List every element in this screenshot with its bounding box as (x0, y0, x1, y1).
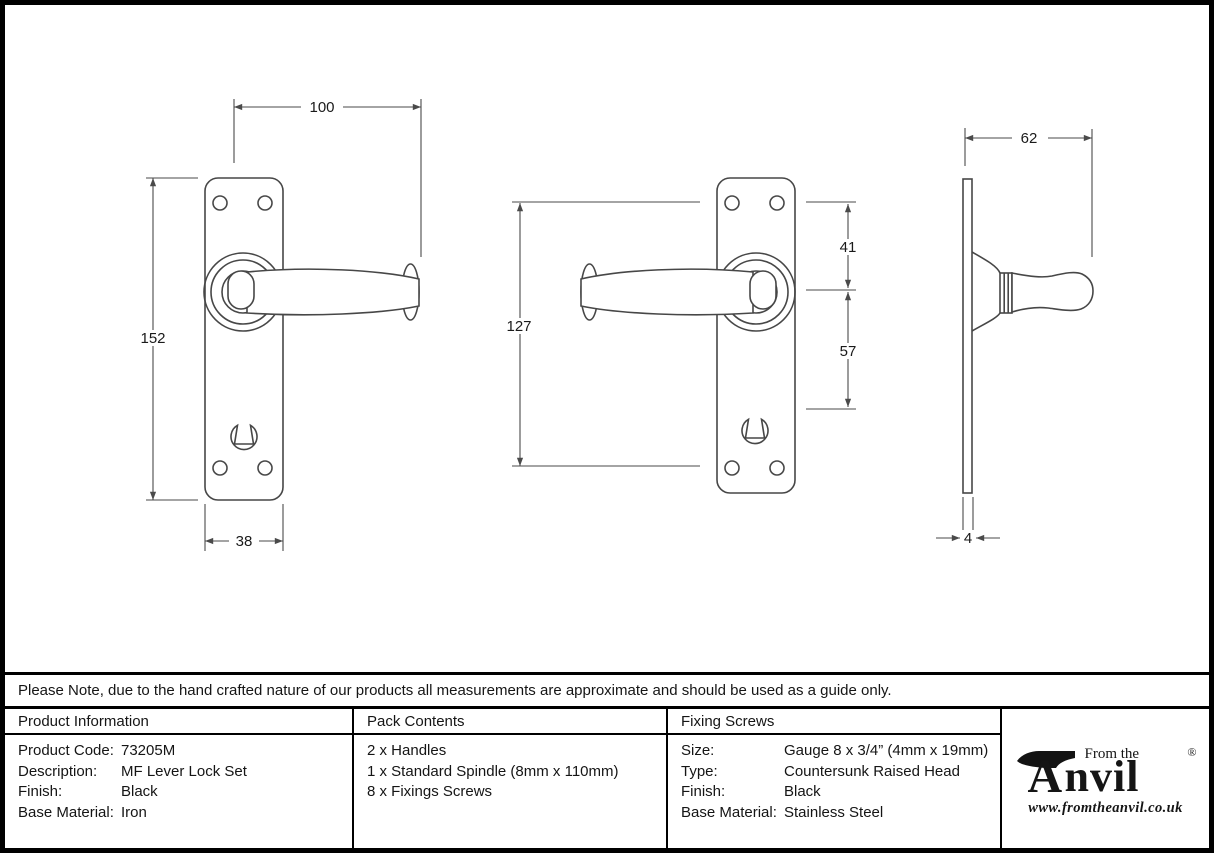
product-information-header: Product Information (5, 709, 352, 735)
row-label: Product Code: (18, 742, 114, 759)
rose-flare-top (971, 251, 1001, 274)
table-row: Product Code: 73205M (18, 741, 346, 762)
screw-hole (257, 460, 273, 476)
table-row: Size: Gauge 8 x 3/4” (4mm x 19mm) (681, 741, 994, 762)
dim-label-57: 57 (840, 343, 857, 360)
row-label: Type: (681, 762, 718, 780)
product-information-column: Product Information Product Code: 73205M… (5, 709, 352, 848)
table-row: Base Material: Stainless Steel (681, 803, 994, 824)
screw-hole (212, 195, 228, 211)
row-value: MF Lever Lock Set (121, 762, 247, 780)
pack-item: 1 x Standard Spindle (8mm x 110mm) (367, 762, 619, 780)
row-label: Finish: (18, 783, 63, 800)
backplate-edge (962, 178, 973, 494)
fixing-screws-header: Fixing Screws (668, 709, 1000, 735)
brand-logo-cell: A From the nvil ® www.fromtheanvil.co.uk (1000, 709, 1209, 848)
backplate (204, 177, 284, 501)
pack-item: 8 x Fixings Screws (367, 783, 493, 800)
logo-tagline: From the (1084, 745, 1140, 762)
row-label: Finish: (681, 783, 726, 800)
table-row: Description: MF Lever Lock Set (18, 762, 346, 783)
dim-label-62: 62 (1021, 130, 1038, 147)
dim-label-127: 127 (506, 318, 531, 335)
front-view-drawing (203, 177, 420, 501)
side-view-drawing (962, 178, 1094, 494)
table-row: Base Material: Iron (18, 803, 346, 824)
pack-contents-column: Pack Contents 2 x Handles 1 x Standard S… (352, 709, 666, 848)
technical-drawing-svg: 100 152 38 (134, 99, 1094, 551)
table-row: Finish: Black (18, 782, 346, 803)
row-label: Base Material: (18, 803, 114, 821)
fixing-screws-body: Size: Gauge 8 x 3/4” (4mm x 19mm) Type: … (668, 735, 1000, 823)
screw-hole (769, 460, 785, 476)
logo-wordmark: nvil (1064, 751, 1140, 801)
dim-label-152: 152 (140, 330, 165, 347)
lever-neck (227, 270, 255, 310)
row-value: 73205M (121, 742, 176, 759)
pack-item: 2 x Handles (367, 742, 447, 759)
screw-hole (724, 195, 740, 211)
lever-collar (999, 272, 1013, 314)
row-value: Gauge 8 x 3/4” (4mm x 19mm) (784, 742, 989, 759)
from-the-anvil-logo: A From the nvil ® www.fromtheanvil.co.uk (1015, 741, 1197, 817)
rose-flare-bottom (971, 312, 1001, 332)
dim-label-41: 41 (840, 239, 857, 256)
logo-letter-a: A (1027, 749, 1063, 803)
front-view-dimensions: 100 152 38 (134, 99, 422, 551)
measurement-note-bar: Please Note, due to the hand crafted nat… (5, 672, 1209, 706)
row-value: Black (121, 783, 158, 800)
row-label: Description: (18, 762, 98, 780)
keyhole (230, 423, 258, 451)
screw-hole (769, 195, 785, 211)
lever-handle (246, 268, 420, 316)
row-label: Size: (681, 742, 715, 759)
keyhole (741, 417, 769, 445)
lever-neck (749, 270, 777, 310)
lever-grip-profile (1011, 271, 1094, 314)
row-value: Black (784, 783, 821, 800)
product-info-table: Product Information Product Code: 73205M… (5, 706, 1209, 848)
row-value: Countersunk Raised Head (784, 762, 960, 780)
screw-hole (724, 460, 740, 476)
row-value: Iron (121, 803, 147, 821)
registered-trademark-symbol: ® (1187, 744, 1197, 759)
pack-contents-body: 2 x Handles 1 x Standard Spindle (8mm x … (354, 735, 666, 803)
logo-url: www.fromtheanvil.co.uk (1028, 799, 1183, 816)
row-label: Base Material: (681, 803, 777, 821)
pack-contents-header: Pack Contents (354, 709, 666, 735)
technical-drawing-area: 100 152 38 (5, 5, 1209, 672)
side-view-dimensions: 62 4 (936, 128, 1093, 547)
table-row: Type: Countersunk Raised Head (681, 762, 994, 783)
row-value: Stainless Steel (784, 803, 884, 821)
anvil-icon (1016, 750, 1075, 768)
measurement-note-text: Please Note, due to the hand crafted nat… (18, 682, 892, 699)
screw-hole (257, 195, 273, 211)
dim-label-4: 4 (964, 530, 972, 547)
reversed-view-dimensions: 127 41 57 (498, 201, 863, 467)
product-information-body: Product Code: 73205M Description: MF Lev… (5, 735, 352, 823)
reversed-view-drawing (580, 177, 796, 494)
table-row: Finish: Black (681, 782, 994, 803)
lever-handle (580, 268, 754, 316)
dim-label-38: 38 (236, 533, 253, 550)
screw-hole (212, 460, 228, 476)
dim-label-100: 100 (309, 99, 334, 116)
backplate (716, 177, 796, 494)
fixing-screws-column: Fixing Screws Size: Gauge 8 x 3/4” (4mm … (666, 709, 1000, 848)
